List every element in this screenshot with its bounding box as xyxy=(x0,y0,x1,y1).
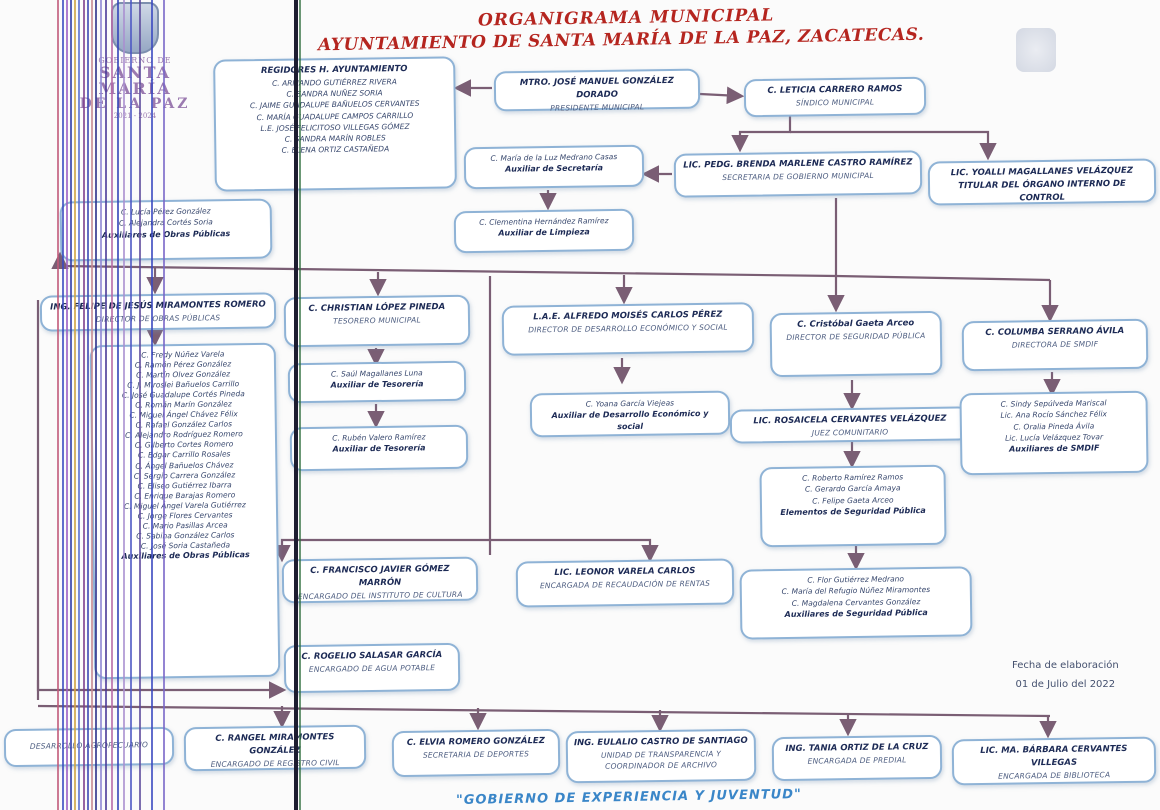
aux-tesoreria-box: C. Saúl Magallanes Luna Auxiliar de Teso… xyxy=(287,360,467,404)
smdif-name: C. COLUMBA SERRANO ÁVILA xyxy=(985,326,1125,338)
predial-name: ING. TANIA ORTIZ DE LA CRUZ xyxy=(785,742,929,754)
logo-name-line1: SANTA MARÍA xyxy=(98,63,172,98)
seguridad-role: DIRECTOR DE SEGURIDAD PÚBLICA xyxy=(786,330,926,342)
deportes-box: C. ELVIA ROMERO GONZÁLEZ SECRETARIA DE D… xyxy=(391,728,561,778)
cultura-role: ENCARGADO DEL INSTITUTO DE CULTURA xyxy=(297,589,463,601)
obras-box: ING. FELIPE DE JESÚS MIRAMONTES ROMERO D… xyxy=(39,292,277,332)
fecha-value: 01 de Julio del 2022 xyxy=(1015,679,1116,690)
cultura-name: C. FRANCISCO JAVIER GÓMEZ MARRÓN xyxy=(310,564,450,589)
deportes-role: SECRETARIA DE DEPORTES xyxy=(422,749,530,760)
desarrollo-box: L.A.E. ALFREDO MOISÉS CARLOS PÉREZ DIREC… xyxy=(501,302,755,356)
tesorero-box: C. CHRISTIAN LÓPEZ PINEDA TESORERO MUNIC… xyxy=(283,294,471,348)
sindico-box: C. LETICIA CARRERO RAMOS SÍNDICO MUNICIP… xyxy=(743,76,927,118)
aux-obras-top-box: C. Lucía Pérez González C. Alejandra Cor… xyxy=(59,198,273,262)
aux-smdif-role: Auxiliares de SMDIF xyxy=(1008,443,1100,454)
aux-seguridad-box: C. Flor Gutiérrez Medrano C. María del R… xyxy=(739,566,973,640)
registro-box: C. RANGEL MIRAMONTES GONZÁLEZ ENCARGADO … xyxy=(183,724,367,772)
aux-desarrollo-role: Auxiliar de Desarrollo Económico y socia… xyxy=(551,409,709,432)
fecha-elaboracion: Fecha de elaboración 01 de Julio del 202… xyxy=(1012,656,1119,694)
elementos-box: C. Roberto Ramírez Ramos C. Gerardo Garc… xyxy=(759,464,947,548)
predial-role: ENCARGADA DE PREDIAL xyxy=(807,755,907,766)
registro-name: C. RANGEL MIRAMONTES GONZÁLEZ xyxy=(215,732,335,757)
aux-limpieza-role: Auxiliar de Limpieza xyxy=(498,227,590,238)
elementos-role: Elementos de Seguridad Pública xyxy=(780,505,926,517)
presidente-name: MTRO. JOSÉ MANUEL GONZÁLEZ DORADO xyxy=(519,75,674,101)
agro-role: DESARROLLO AGROPECUARIO xyxy=(29,740,149,751)
registro-role: ENCARGADO DE REGISTRO CIVIL xyxy=(210,757,340,769)
agua-role: ENCARGADO DE AGUA POTABLE xyxy=(308,662,436,674)
predial-box: ING. TANIA ORTIZ DE LA CRUZ ENCARGADA DE… xyxy=(771,734,943,782)
aux-obras-list-box: C. Fredy Núñez Varela C. Ramón Pérez Gon… xyxy=(89,342,281,680)
agua-box: C. ROGELIO SALASAR GARCÍA ENCARGADO DE A… xyxy=(283,642,461,694)
biblioteca-box: LIC. MA. BÁRBARA CERVANTES VILLEGAS ENCA… xyxy=(951,736,1157,786)
biblioteca-name: LIC. MA. BÁRBARA CERVANTES VILLEGAS xyxy=(980,743,1128,769)
fecha-label: Fecha de elaboración xyxy=(1012,660,1119,671)
aux-tesoreria-box: C. Rubén Valero Ramírez Auxiliar de Teso… xyxy=(289,424,469,472)
aux-limpieza-box: C. Clementina Hernández Ramírez Auxiliar… xyxy=(453,208,635,254)
aux-secretaria-box: C. María de la Luz Medrano Casas Auxilia… xyxy=(463,144,645,190)
aux-seguridad-role: Auxiliares de Seguridad Pública xyxy=(784,607,928,619)
aux-obras-top-role: Auxiliares de Obras Públicas xyxy=(101,228,231,240)
contraloria-role: TITULAR DEL ÓRGANO INTERNO DE CONTROL xyxy=(958,178,1126,203)
cultura-box: C. FRANCISCO JAVIER GÓMEZ MARRÓN ENCARGA… xyxy=(281,556,479,604)
smdif-role: DIRECTORA DE SMDIF xyxy=(1011,339,1099,350)
regidores-box: REGIDORES H. AYUNTAMIENTO C. ARMANDO GUT… xyxy=(213,56,457,192)
agro-box: DESARROLLO AGROPECUARIO xyxy=(3,726,175,768)
tesorero-name: C. CHRISTIAN LÓPEZ PINEDA xyxy=(308,302,446,314)
deportes-name: C. ELVIA ROMERO GONZÁLEZ xyxy=(406,736,545,748)
rentas-role: ENCARGADA DE RECAUDACIÓN DE RENTAS xyxy=(539,578,711,590)
contraloria-box: LIC. YOALLI MAGALLANES VELÁZQUEZ TITULAR… xyxy=(927,158,1157,206)
logo-top-text: GOBIERNO DE xyxy=(98,56,172,65)
biblioteca-role: ENCARGADA DE BIBLIOTECA xyxy=(998,769,1111,781)
sindico-name: C. LETICIA CARRERO RAMOS xyxy=(767,84,903,96)
municipal-logo: GOBIERNO DE SANTA MARÍA DE LA PAZ 2021 -… xyxy=(70,0,200,120)
crest-icon xyxy=(111,2,159,54)
aux-tesoreria-role: Auxiliar de Tesorería xyxy=(330,379,424,390)
aux-obras-list-role: Auxiliares de Obras Públicas xyxy=(121,550,250,561)
smdif-box: C. COLUMBA SERRANO ÁVILA DIRECTORA DE SM… xyxy=(961,318,1149,372)
seguridad-box: C. Cristóbal Gaeta Arceo DIRECTOR DE SEG… xyxy=(769,310,943,378)
regidor: C. ELENA ORTIZ CASTAÑEDA xyxy=(281,144,390,155)
aux-desarrollo-box: C. Yoana García Viejeas Auxiliar de Desa… xyxy=(529,390,731,438)
desarrollo-role: DIRECTOR DE DESARROLLO ECONÓMICO Y SOCIA… xyxy=(528,322,728,335)
logo-name-line2: DE LA PAZ xyxy=(79,96,191,112)
presidente-box: MTRO. JOSÉ MANUEL GONZÁLEZ DORADO PRESID… xyxy=(493,68,701,112)
transparencia-name: ING. EULALIO CASTRO DE SANTIAGO xyxy=(573,735,748,749)
logo-years: 2021 - 2024 xyxy=(113,112,157,121)
seal-icon xyxy=(1016,28,1056,72)
aux-secretaria-role: Auxiliar de Secretaría xyxy=(504,163,604,174)
rentas-box: LIC. LEONOR VARELA CARLOS ENCARGADA DE R… xyxy=(515,558,735,608)
transparencia-box: ING. EULALIO CASTRO DE SANTIAGO UNIDAD D… xyxy=(565,728,757,784)
juez-box: LIC. ROSAICELA CERVANTES VELÁZQUEZ JUEZ … xyxy=(729,406,971,444)
secretaria-box: LIC. PEDG. BRENDA MARLENE CASTRO RAMÍREZ… xyxy=(673,150,923,198)
aux-tesoreria-role: Auxiliar de Tesorería xyxy=(332,443,426,454)
aux-smdif-box: C. Sindy Sepúlveda Mariscal Lic. Ana Roc… xyxy=(959,390,1149,476)
tesorero-role: TESORERO MUNICIPAL xyxy=(333,315,421,326)
sindico-role: SÍNDICO MUNICIPAL xyxy=(795,97,875,108)
